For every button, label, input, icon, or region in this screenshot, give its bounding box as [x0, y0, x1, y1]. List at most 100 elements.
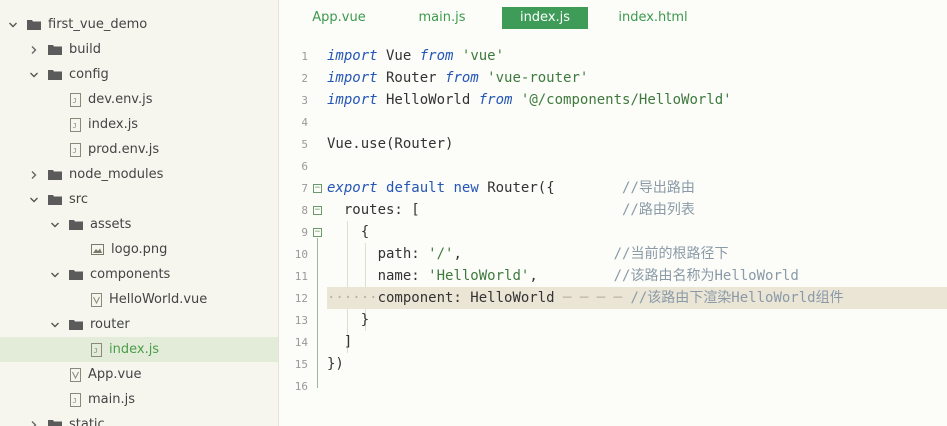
line-number: 16: [294, 380, 308, 393]
code-line[interactable]: name: 'HelloWorld', //该路由名称为HelloWorld: [327, 265, 799, 287]
tab-bar: App.vue main.js index.js index.html: [280, 0, 947, 36]
line-number: 13: [294, 314, 308, 327]
code-line[interactable]: path: '/', //当前的根路径下: [327, 243, 729, 265]
code-line[interactable]: }): [327, 353, 344, 375]
vue-file-icon: [70, 367, 81, 382]
code-token: from: [478, 92, 513, 108]
chevron-down-icon[interactable]: [50, 270, 60, 280]
line-number: 10: [294, 248, 308, 261]
code-line[interactable]: {: [327, 221, 369, 243]
folder-icon: [48, 69, 62, 80]
code-token: HelloWorld: [377, 92, 479, 108]
chevron-right-icon[interactable]: [29, 45, 39, 55]
code-line[interactable]: import Vue from 'vue': [327, 45, 504, 67]
svg-text:J: J: [73, 147, 77, 155]
code-token: name:: [327, 268, 429, 284]
code-token: }: [327, 312, 370, 328]
code-token: '@/components/HelloWorld': [520, 92, 732, 108]
tree-folder-assets[interactable]: assets: [0, 212, 278, 237]
chevron-right-icon[interactable]: [29, 420, 39, 426]
fold-guide: [317, 238, 318, 388]
code-line[interactable]: ]: [327, 331, 352, 353]
js-file-icon: J: [70, 92, 81, 107]
code-token: //路由列表: [419, 202, 695, 218]
chevron-down-icon[interactable]: [8, 20, 18, 30]
tree-item-label: config: [69, 67, 109, 82]
code-token: from: [445, 70, 479, 86]
svg-text:J: J: [73, 122, 77, 130]
chevron-down-icon[interactable]: [29, 195, 39, 205]
tree-folder-components[interactable]: components: [0, 262, 278, 287]
chevron-right-icon[interactable]: [29, 170, 39, 180]
line-number: 4: [301, 116, 308, 129]
folder-icon: [48, 169, 62, 180]
chevron-down-icon[interactable]: [50, 320, 60, 330]
code-line[interactable]: import Router from 'vue-router': [327, 67, 588, 89]
code-token: ]: [327, 334, 353, 350]
code-line[interactable]: export default new Router({ //导出路由: [327, 177, 695, 199]
code-token: //该路由名称为HelloWorld: [537, 268, 799, 284]
code-token: //该路由下渲染HelloWorld组件: [630, 290, 844, 306]
tree-folder-router[interactable]: router: [0, 312, 278, 337]
code-line[interactable]: Vue.use(Router): [327, 133, 453, 155]
tree-folder-src[interactable]: src: [0, 187, 278, 212]
line-number: 7: [301, 182, 308, 195]
tree-item-label: App.vue: [88, 367, 142, 382]
tree-folder-config[interactable]: config: [0, 62, 278, 87]
code-token: routes: [: [327, 202, 420, 218]
tree-item-label: HelloWorld.vue: [109, 292, 208, 307]
code-token: 'vue-router': [487, 70, 589, 86]
tree-folder-first_vue_demo[interactable]: first_vue_demo: [0, 12, 278, 37]
line-number: 11: [294, 270, 308, 283]
folder-icon: [48, 194, 62, 205]
fold-toggle-icon[interactable]: −: [313, 205, 322, 215]
code-token: from: [419, 48, 454, 64]
tab-index-js[interactable]: index.js: [502, 7, 588, 29]
code-token: Vue: [377, 48, 420, 64]
fold-toggle-icon[interactable]: −: [313, 183, 322, 193]
code-line[interactable]: ······component: HelloWorld ─ ─ ─ ─ //该路…: [327, 287, 947, 309]
tree-file-App.vue[interactable]: App.vue: [0, 362, 278, 387]
line-number: 5: [301, 138, 308, 151]
tab-main-js[interactable]: main.js: [418, 10, 466, 25]
chevron-down-icon[interactable]: [50, 220, 60, 230]
folder-icon: [27, 19, 41, 30]
js-file-icon: J: [70, 117, 81, 132]
tree-folder-node_modules[interactable]: node_modules: [0, 162, 278, 187]
code-token: Router: [377, 70, 446, 86]
code-token: ,: [453, 246, 462, 262]
code-token: path:: [327, 246, 429, 262]
tab-App-vue[interactable]: App.vue: [312, 10, 366, 25]
tree-item-label: src: [69, 192, 88, 207]
code-token: //当前的根路径下: [461, 246, 729, 262]
code-line[interactable]: }: [327, 309, 369, 331]
tab-index-html[interactable]: index.html: [618, 10, 688, 25]
image-file-icon: [91, 244, 104, 255]
line-number: 3: [301, 94, 308, 107]
line-number: 6: [301, 160, 308, 173]
code-token: 'vue': [461, 48, 505, 64]
tree-folder-static[interactable]: static: [0, 412, 278, 426]
code-token: default: [386, 180, 446, 196]
code-token: component: HelloWorld: [377, 290, 555, 306]
tree-item-label: index.js: [109, 342, 160, 357]
tree-folder-build[interactable]: build: [0, 37, 278, 62]
line-number: 2: [301, 72, 308, 85]
tree-file-logo.png[interactable]: logo.png: [0, 237, 278, 262]
tree-item-label: first_vue_demo: [48, 17, 148, 32]
code-token: new: [453, 180, 479, 196]
code-line[interactable]: import HelloWorld from '@/components/Hel…: [327, 89, 732, 111]
fold-toggle-icon[interactable]: −: [313, 227, 322, 237]
chevron-down-icon[interactable]: [29, 70, 39, 80]
tree-file-HelloWorld.vue[interactable]: HelloWorld.vue: [0, 287, 278, 312]
code-line[interactable]: routes: [ //路由列表: [327, 199, 695, 221]
tree-item-label: dev.env.js: [88, 92, 153, 107]
code-token: {: [327, 224, 370, 240]
vue-file-icon: [91, 292, 102, 307]
